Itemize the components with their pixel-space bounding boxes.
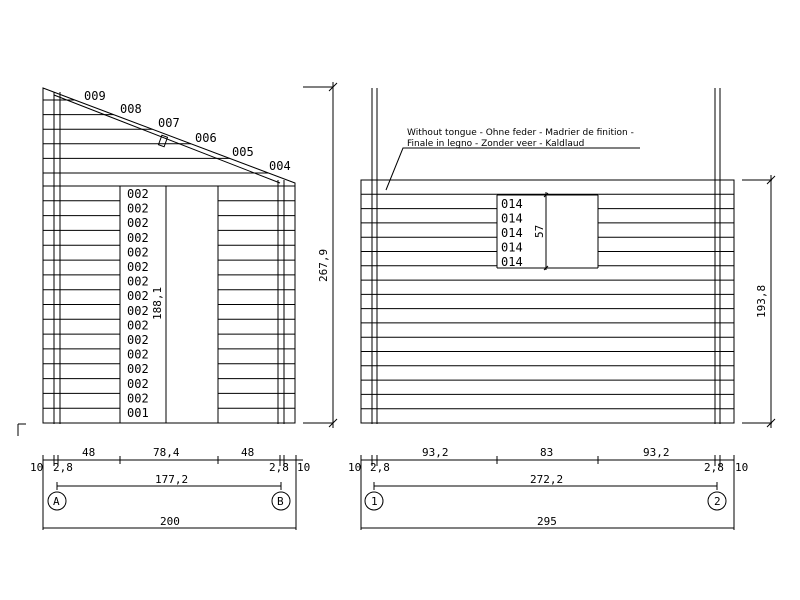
right-post-1 xyxy=(371,88,378,424)
left-post-b xyxy=(277,180,285,424)
left-wall-board-labels: 0020020020020020020020020020020020020020… xyxy=(127,187,149,420)
wall-board-label: 001 xyxy=(127,406,149,420)
left-total-height-label: 267,9 xyxy=(317,249,330,282)
board-label-007: 007 xyxy=(158,116,180,130)
axis-2-label: 2 xyxy=(714,495,721,508)
window-board-label: 014 xyxy=(501,212,523,226)
axis-a-label: A xyxy=(53,495,60,508)
right-post-2 xyxy=(714,88,721,424)
right-inner-width: 272,2 xyxy=(530,473,563,486)
board-label-008: 008 xyxy=(120,102,142,116)
wall-board-label: 002 xyxy=(127,391,149,405)
north-arrow-icon xyxy=(17,423,26,436)
right-height-dimension xyxy=(742,175,776,428)
wall-board-label: 002 xyxy=(127,362,149,376)
right-wall-outline xyxy=(360,179,735,424)
wall-board-label: 002 xyxy=(127,275,149,289)
note-line-1: Without tongue - Ohne feder - Madrier de… xyxy=(407,128,634,138)
window-height-label: 57 xyxy=(533,225,546,238)
wall-board-label: 002 xyxy=(127,216,149,230)
dim-left-48b: 48 xyxy=(241,446,254,459)
left-texts: 009 008 007 006 005 004 0020020020020020… xyxy=(30,89,330,528)
dim-left-10b: 10 xyxy=(297,461,310,474)
axis-1-marker xyxy=(364,491,384,511)
left-gable-board-lines xyxy=(43,99,269,174)
axis-2-marker xyxy=(707,491,727,511)
window-board-label: 014 xyxy=(501,255,523,269)
axis-a-marker xyxy=(47,491,67,511)
left-dim-row xyxy=(42,455,303,530)
left-elevation xyxy=(17,82,338,530)
wall-board-label: 002 xyxy=(127,304,149,318)
left-height-dimension xyxy=(303,82,338,428)
wall-board-label: 002 xyxy=(127,377,149,391)
right-board-lines xyxy=(361,193,734,410)
axis-b-label: B xyxy=(277,495,284,508)
dim-left-48a: 48 xyxy=(82,446,95,459)
axis-b-marker xyxy=(271,491,291,511)
wall-board-label: 002 xyxy=(127,202,149,216)
dim-right-post-1: 2,8 xyxy=(370,461,390,474)
dim-left-post-a: 2,8 xyxy=(53,461,73,474)
dim-right-post-2: 2,8 xyxy=(704,461,724,474)
dim-right-10b: 10 xyxy=(735,461,748,474)
dim-right-window: 83 xyxy=(540,446,553,459)
ridge-mark xyxy=(157,134,169,148)
wall-board-label: 002 xyxy=(127,231,149,245)
dim-right-932a: 93,2 xyxy=(422,446,449,459)
dim-left-post-b: 2,8 xyxy=(269,461,289,474)
wall-board-label: 002 xyxy=(127,333,149,347)
door-opening xyxy=(120,185,218,423)
left-post-a xyxy=(53,92,61,424)
window-board-label: 014 xyxy=(501,241,523,255)
right-elevation xyxy=(360,88,776,530)
dim-left-10: 10 xyxy=(30,461,43,474)
board-label-005: 005 xyxy=(232,145,254,159)
window-opening xyxy=(497,192,598,271)
wall-board-label: 002 xyxy=(127,187,149,201)
wall-board-label: 002 xyxy=(127,289,149,303)
wall-board-label: 002 xyxy=(127,245,149,259)
left-board-lines xyxy=(43,185,295,424)
board-label-009: 009 xyxy=(84,89,106,103)
note-leader xyxy=(385,147,640,191)
right-total-height-label: 193,8 xyxy=(755,285,768,318)
board-label-004: 004 xyxy=(269,159,291,173)
right-dim-row xyxy=(360,455,735,530)
axis-1-label: 1 xyxy=(371,495,378,508)
door-height-label: 188,1 xyxy=(151,287,164,320)
window-board-label: 014 xyxy=(501,197,523,211)
right-outer-width: 295 xyxy=(537,515,557,528)
note-line-2: Finale in legno - Zonder veer - Kaldlaud xyxy=(407,139,584,149)
window-board-label: 014 xyxy=(501,226,523,240)
dim-left-door: 78,4 xyxy=(153,446,180,459)
wall-board-label: 002 xyxy=(127,348,149,362)
left-outer-width: 200 xyxy=(160,515,180,528)
wall-board-label: 002 xyxy=(127,260,149,274)
dim-right-10: 10 xyxy=(348,461,361,474)
wall-board-label: 002 xyxy=(127,318,149,332)
left-wall-outline xyxy=(42,87,296,424)
right-texts: Without tongue - Ohne feder - Madrier de… xyxy=(348,128,768,528)
board-label-006: 006 xyxy=(195,131,217,145)
dim-right-932b: 93,2 xyxy=(643,446,670,459)
left-inner-width: 177,2 xyxy=(155,473,188,486)
